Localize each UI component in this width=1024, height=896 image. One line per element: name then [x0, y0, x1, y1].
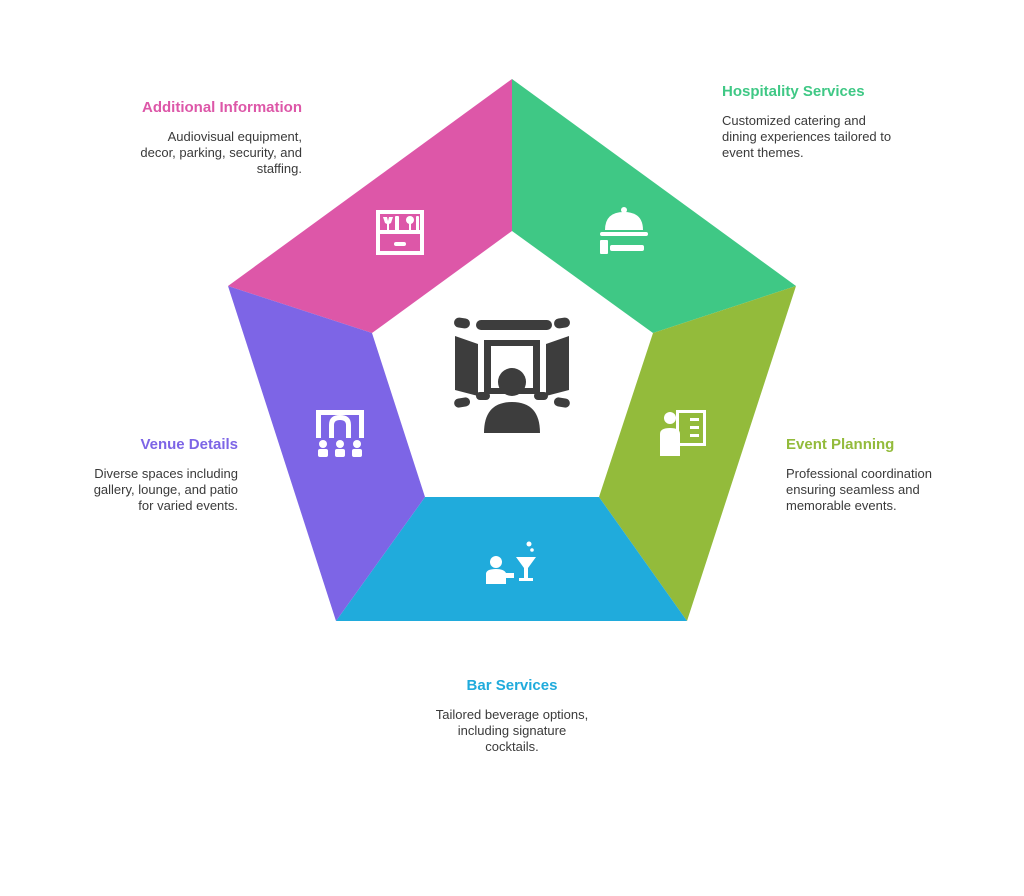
bar-title: Bar Services	[466, 677, 558, 694]
hospitality-title: Hospitality Services	[722, 83, 865, 100]
venue-people-icon	[316, 410, 364, 457]
toolbox-icon	[376, 210, 424, 255]
venue-title: Venue Details	[140, 436, 238, 453]
segment-event[interactable]	[599, 286, 796, 621]
theater-audience-icon	[454, 317, 570, 433]
planner-checklist-icon	[660, 410, 706, 456]
event-title: Event Planning	[786, 436, 895, 453]
label-venue: Venue Details Diverse spaces including g…	[88, 435, 238, 514]
additional-title: Additional Information	[142, 99, 302, 116]
segment-additional[interactable]	[228, 79, 512, 333]
label-additional: Additional Information Audiovisual equip…	[132, 98, 302, 177]
bar-description: Tailored beverage options, including sig…	[435, 707, 589, 754]
bartender-cocktail-icon	[486, 541, 536, 584]
label-hospitality: Hospitality Services Customized catering…	[722, 82, 892, 161]
hospitality-description: Customized catering and dining experienc…	[722, 113, 892, 160]
segment-hospitality[interactable]	[512, 79, 796, 333]
additional-description: Audiovisual equipment, decor, parking, s…	[140, 129, 302, 176]
venue-description: Diverse spaces including gallery, lounge…	[93, 466, 238, 513]
label-bar: Bar Services Tailored beverage options, …	[432, 676, 592, 755]
event-description: Professional coordination ensuring seaml…	[786, 466, 932, 513]
label-event: Event Planning Professional coordination…	[786, 435, 956, 514]
serving-cloche-icon	[600, 207, 648, 254]
segment-bar[interactable]	[336, 497, 687, 621]
